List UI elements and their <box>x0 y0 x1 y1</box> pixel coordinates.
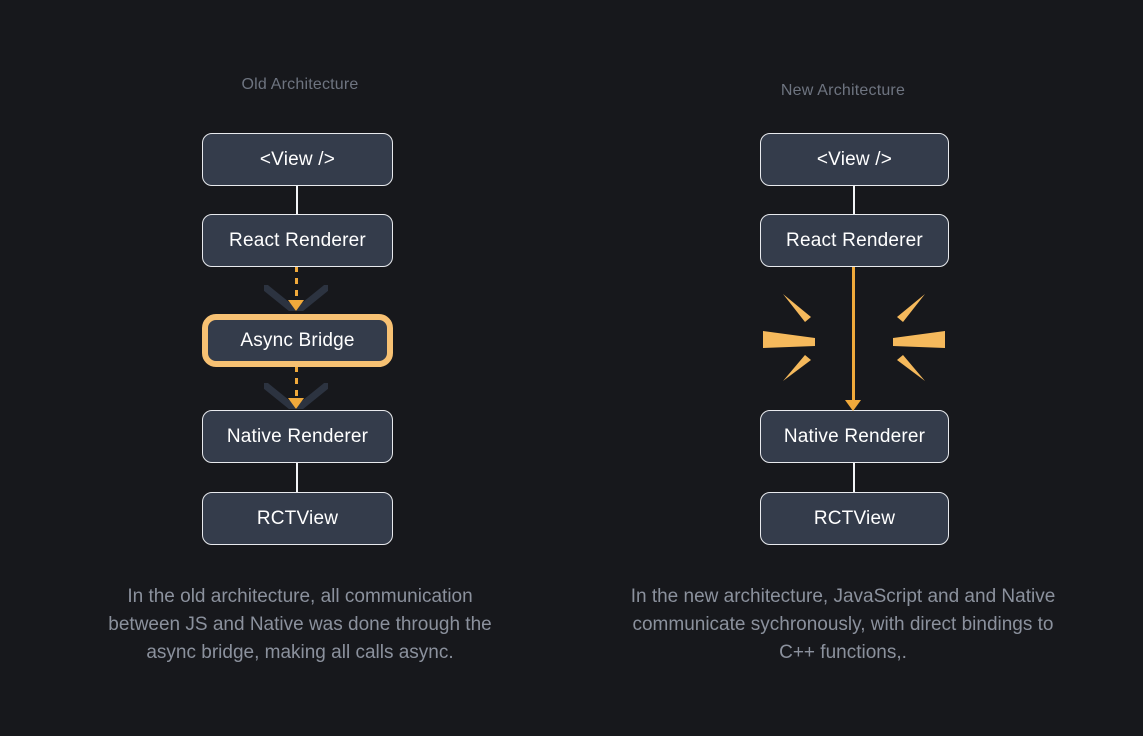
connector-old-native-to-rctview <box>296 462 298 494</box>
node-old-react-renderer[interactable]: React Renderer <box>202 214 393 267</box>
sync-arrow-react-to-native <box>852 267 855 405</box>
node-new-react-renderer[interactable]: React Renderer <box>760 214 949 267</box>
connector-new-view-to-react <box>853 185 855 216</box>
new-architecture-column: New Architecture <View /> React Renderer… <box>543 0 1143 736</box>
node-old-native-renderer[interactable]: Native Renderer <box>202 410 393 463</box>
arrowhead-icon-to-native <box>288 398 304 409</box>
node-old-view[interactable]: <View /> <box>202 133 393 186</box>
node-old-rctview[interactable]: RCTView <box>202 492 393 545</box>
arrowhead-icon-to-bridge <box>288 300 304 311</box>
arrowhead-icon-sync-to-native <box>845 400 861 411</box>
node-new-rctview[interactable]: RCTView <box>760 492 949 545</box>
old-architecture-heading: Old Architecture <box>241 76 359 93</box>
old-architecture-column: Old Architecture <View /> React Renderer… <box>108 76 492 663</box>
new-architecture-heading: New Architecture <box>780 82 906 99</box>
connector-new-native-to-rctview <box>853 462 855 494</box>
node-new-view[interactable]: <View /> <box>760 133 949 186</box>
node-old-async-bridge[interactable]: Async Bridge <box>202 314 393 367</box>
new-architecture-caption: In the new architecture, JavaScript and … <box>630 586 1056 663</box>
connector-old-view-to-react <box>296 185 298 216</box>
old-architecture-caption: In the old architecture, all communicati… <box>108 586 492 663</box>
node-new-native-renderer[interactable]: Native Renderer <box>760 410 949 463</box>
async-arrow-react-to-bridge <box>295 266 298 304</box>
